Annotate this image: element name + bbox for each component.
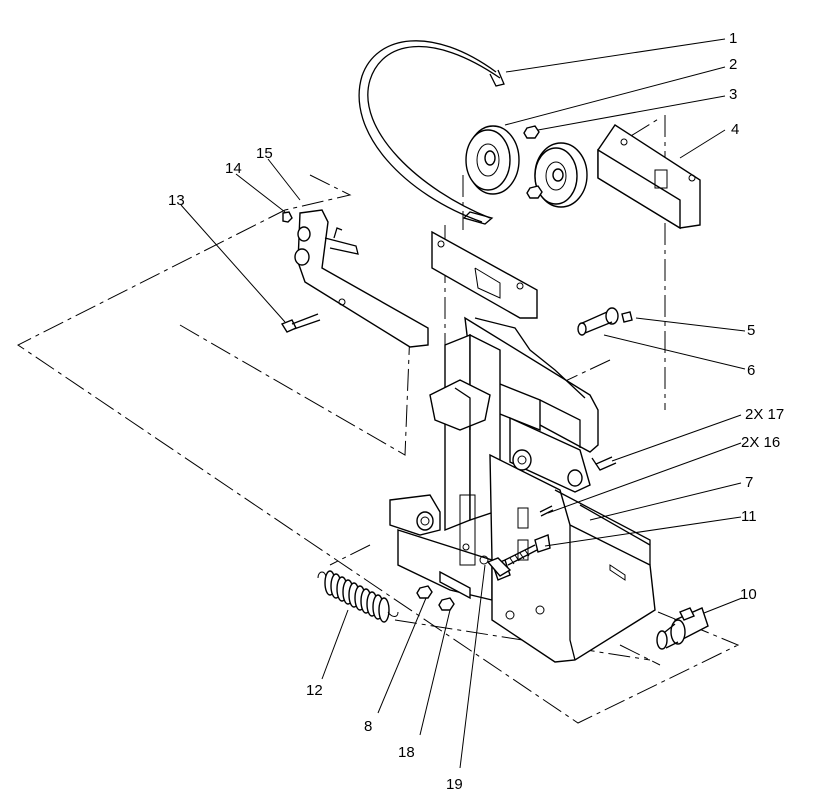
callout-5: 5 <box>747 322 755 339</box>
callout-4: 4 <box>731 121 739 138</box>
frame-weldment <box>389 316 656 663</box>
callout-labels: 1 2 3 4 5 6 2X 17 2X 16 7 11 10 12 8 18 … <box>168 30 784 793</box>
callout-2: 2 <box>729 56 737 73</box>
pipe-fitting <box>656 607 709 650</box>
callout-7: 7 <box>745 474 753 491</box>
pulley-bracket <box>597 124 701 230</box>
callout-12: 12 <box>306 682 323 699</box>
callout-14: 14 <box>225 160 242 177</box>
callout-16: 2X 16 <box>741 434 780 451</box>
callout-3: 3 <box>729 86 737 103</box>
spacer-plate <box>438 570 471 611</box>
callout-1: 1 <box>729 30 737 47</box>
v-belt <box>358 40 505 225</box>
idler-pulley-right <box>526 142 588 208</box>
lock-nut <box>416 585 433 599</box>
leader-lines <box>180 38 746 769</box>
idler-pulley-left <box>465 125 520 195</box>
small-pin <box>539 505 554 517</box>
spring-anchor <box>479 555 512 577</box>
callout-6: 6 <box>747 362 755 379</box>
callout-15: 15 <box>256 145 273 162</box>
callout-18: 18 <box>398 744 415 761</box>
callout-8: 8 <box>364 718 372 735</box>
callout-17: 2X 17 <box>745 406 784 423</box>
u-bolt <box>591 456 617 471</box>
extension-spring <box>317 570 399 623</box>
callout-10: 10 <box>740 586 757 603</box>
callout-19: 19 <box>446 776 463 793</box>
set-screw <box>282 211 293 223</box>
callout-11: 11 <box>741 508 757 525</box>
assembly-centerlines <box>17 115 740 724</box>
idler-arm <box>294 209 429 348</box>
mounting-plate <box>431 230 538 319</box>
callout-13: 13 <box>168 192 185 209</box>
shoulder-bolt <box>280 313 321 333</box>
hex-nut-top <box>523 125 540 139</box>
pivot-pin <box>577 307 633 336</box>
